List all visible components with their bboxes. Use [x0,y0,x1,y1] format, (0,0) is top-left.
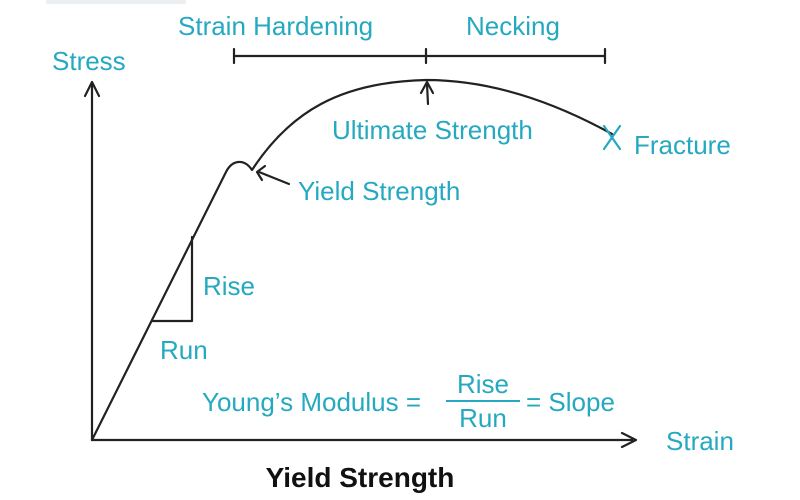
ultimate-strength-arrow [425,82,430,106]
formula-lhs: Young’s Modulus = [202,387,422,417]
run-label: Run [160,335,208,365]
y-axis-label: Stress [52,46,126,76]
formula-denominator: Run [459,403,507,433]
fracture-marker [602,124,622,151]
rise-label: Rise [203,271,256,301]
figure-caption: Yield Strength [265,462,455,493]
yield-strength-arrowhead [255,164,267,182]
slope-triangle [150,235,194,323]
necking-label: Necking [466,11,560,41]
fraction-bar [446,400,520,402]
ultimate-strength-label: Ultimate Strength [332,115,533,145]
partial-logo-watermark [46,0,186,4]
stress-strain-curve [90,78,614,442]
y-axis-arrowhead [83,80,101,98]
x-axis-label: Strain [666,426,734,456]
formula-rhs: = Slope [526,387,615,417]
fracture-label: Fracture [634,130,731,160]
yield-strength-arrow [257,170,291,186]
formula-numerator: Rise [456,369,509,399]
formula-fraction: Rise Run [444,371,522,431]
strain-hardening-label: Strain Hardening [178,11,374,41]
x-axis-arrowhead [620,431,638,449]
ultimate-strength-arrowhead [419,80,435,95]
yield-strength-label: Yield Strength [298,176,461,206]
